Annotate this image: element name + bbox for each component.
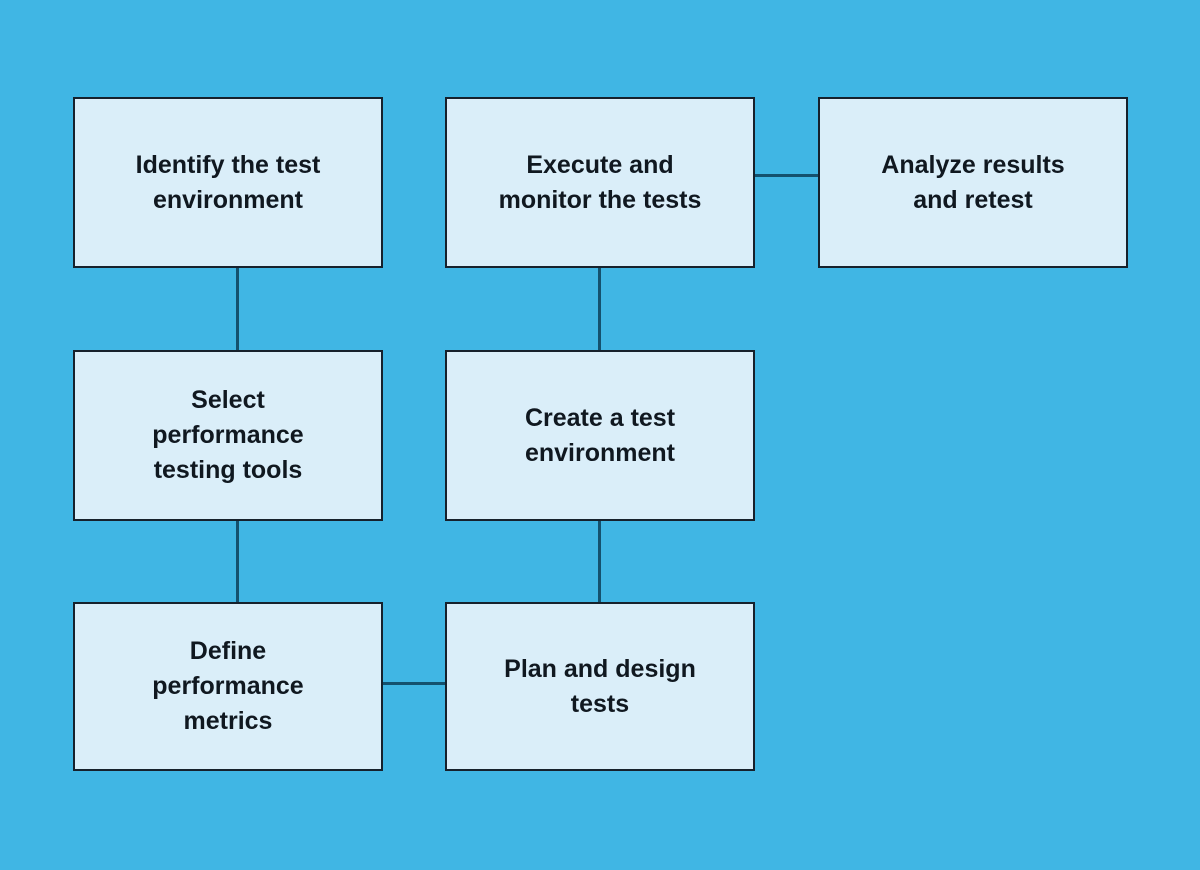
connector-execute-to-analyze bbox=[753, 174, 820, 177]
connector-select-to-define bbox=[236, 519, 239, 604]
node-analyze-results-and-retest: Analyze results and retest bbox=[818, 97, 1128, 268]
node-identify-the-test-environment: Identify the test environment bbox=[73, 97, 383, 268]
connector-define-to-plan bbox=[381, 682, 447, 685]
node-execute-and-monitor-the-tests: Execute and monitor the tests bbox=[445, 97, 755, 268]
node-select-performance-testing-tools: Select performance testing tools bbox=[73, 350, 383, 521]
connector-execute-to-create bbox=[598, 266, 601, 352]
connector-identify-to-select bbox=[236, 266, 239, 352]
node-define-performance-metrics: Define performance metrics bbox=[73, 602, 383, 771]
node-create-a-test-environment: Create a test environment bbox=[445, 350, 755, 521]
connector-create-to-plan bbox=[598, 519, 601, 604]
node-plan-and-design-tests: Plan and design tests bbox=[445, 602, 755, 771]
